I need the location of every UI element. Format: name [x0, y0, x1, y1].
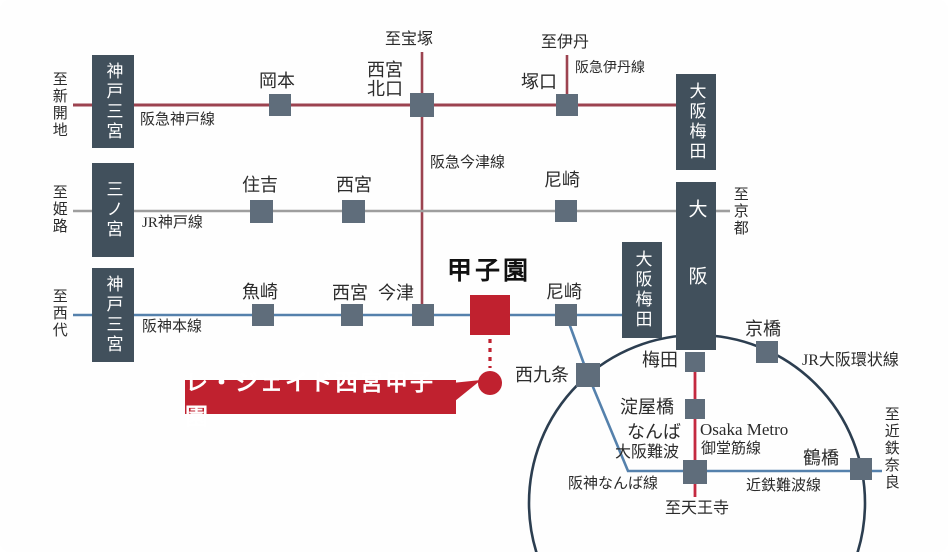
station-label-umeda: 梅田	[642, 350, 678, 370]
station-marker-nishinomiya-kitaguchi	[410, 93, 434, 117]
direction-takarazuka: 至宝塚	[385, 31, 434, 48]
direction-kintetsu-nara: 至近鉄奈良	[882, 406, 899, 491]
station-label-yodoyabashi: 淀屋橋	[620, 397, 674, 417]
station-label-nishinomiya-hanshin: 西宮	[332, 283, 368, 303]
line-label-hanshin-main: 阪神本線	[142, 319, 203, 335]
line-label-hankyu-kobe: 阪急神戸線	[140, 112, 216, 128]
station-marker-amagasaki-jr	[555, 200, 577, 222]
line-label-kintetsu-namba: 近鉄難波線	[746, 478, 822, 494]
station-label-tsukaguchi: 塚口	[521, 72, 557, 92]
line-label-hanshin-namba: 阪神なんば線	[568, 476, 659, 492]
hanshin-namba-kintetsu-line	[564, 314, 882, 473]
station-marker-imazu	[412, 304, 434, 326]
property-location-dot	[478, 371, 502, 395]
station-label-amagasaki-jr: 尼崎	[544, 170, 580, 190]
line-label-hankyu-itami: 阪急伊丹線	[575, 61, 645, 76]
station-label-nishinomiya-jr: 西宮	[336, 175, 372, 195]
terminal-osaka-jr: 大阪	[676, 182, 716, 350]
terminal-osaka-umeda-hanshin: 大阪梅田	[622, 242, 662, 338]
property-callout: レ・ジェイド西宮甲子園	[185, 370, 456, 429]
property-callout-pointer	[452, 380, 481, 401]
station-marker-nishinomiya-hanshin	[341, 304, 363, 326]
station-label-tsuruhashi: 鶴橋	[803, 448, 839, 468]
station-label-okamoto: 岡本	[259, 71, 295, 91]
station-label-nishikujo: 西九条	[515, 365, 569, 385]
station-marker-tsukaguchi	[556, 94, 578, 116]
station-marker-koshien	[470, 295, 510, 335]
station-marker-tsuruhashi	[850, 458, 872, 480]
station-label-koshien: 甲子園	[447, 258, 532, 285]
direction-kyoto: 至京都	[731, 186, 748, 237]
station-marker-sumiyoshi	[250, 200, 273, 223]
station-label-kyobashi: 京橋	[745, 319, 781, 339]
line-label-hankyu-imazu: 阪急今津線	[430, 155, 506, 171]
station-label-sumiyoshi: 住吉	[242, 175, 278, 195]
station-label-namba: なんば	[627, 422, 681, 442]
direction-tennoji: 至天王寺	[665, 500, 730, 517]
station-marker-nishinomiya-jr	[342, 200, 365, 223]
station-label-nishinomiya-kitaguchi-top: 西宮	[367, 60, 403, 80]
station-marker-yodoyabashi	[685, 399, 705, 419]
direction-shinkaichi: 至新開地	[50, 71, 67, 139]
direction-nishidai: 至西代	[50, 288, 67, 339]
direction-himeji: 至姫路	[50, 184, 67, 235]
station-marker-amagasaki-hanshin	[555, 304, 577, 326]
station-label-osaka-namba: 大阪難波	[615, 444, 680, 461]
station-marker-umeda	[685, 352, 705, 372]
direction-itami: 至伊丹	[541, 34, 590, 51]
line-label-metro-name: Osaka Metro	[700, 420, 789, 439]
station-label-amagasaki-hanshin: 尼崎	[546, 282, 582, 302]
line-label-jr-osaka-loop: JR大阪環状線	[802, 352, 899, 369]
terminal-sannomiya-jr: 三ノ宮	[92, 163, 134, 257]
station-label-imazu: 今津	[378, 283, 414, 303]
terminal-kobe-sannomiya-hankyu: 神戸三宮	[92, 55, 134, 148]
line-label-metro-midosuji: 御堂筋線	[701, 441, 762, 457]
station-label-nishinomiya-kitaguchi-bottom: 北口	[367, 79, 403, 100]
station-label-nishinomiya-kitaguchi: 西宮 北口	[367, 60, 403, 100]
terminal-kobe-sannomiya-hanshin: 神戸三宮	[92, 268, 134, 362]
station-marker-kyobashi	[756, 341, 778, 363]
station-label-uozaki: 魚崎	[242, 282, 278, 302]
station-marker-uozaki	[252, 304, 274, 326]
terminal-osaka-umeda-hankyu: 大阪梅田	[676, 74, 716, 170]
station-marker-nishikujo	[576, 363, 600, 387]
line-label-jr-kobe: JR神戸線	[142, 215, 203, 231]
station-marker-okamoto	[269, 94, 291, 116]
station-marker-namba	[683, 460, 707, 484]
